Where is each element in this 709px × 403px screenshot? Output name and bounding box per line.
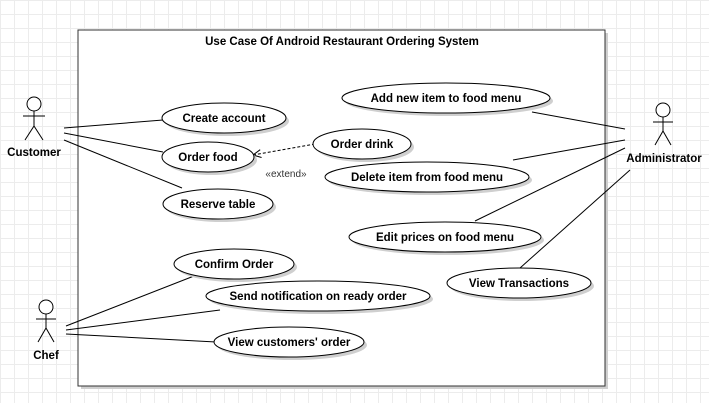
association-admin-view-transactions (519, 169, 631, 269)
use-case-view-transactions[interactable]: View Transactions (446, 267, 594, 301)
actor-administrator[interactable]: Administrator (626, 102, 702, 165)
use-case-send-notification[interactable]: Send notification on ready order (205, 280, 433, 314)
use-case-label: Send notification on ready order (230, 291, 408, 303)
association-admin-edit-prices (474, 147, 626, 222)
actor-customer[interactable]: Customer (7, 96, 61, 159)
use-case-create-account[interactable]: Create account (161, 102, 289, 136)
stick-figure-icon (653, 102, 673, 146)
use-case-label: Order food (178, 152, 237, 164)
associations (63, 111, 631, 343)
association-customer-create-account (63, 119, 164, 129)
use-case-delete-item[interactable]: Delete item from food menu (324, 161, 532, 195)
use-case-order-drink[interactable]: Order drink (312, 128, 414, 162)
association-customer-reserve-table (63, 139, 183, 189)
actor-label: Chef (33, 350, 59, 362)
extend-dependency-arrow (253, 143, 316, 155)
actor-label: Customer (7, 147, 61, 159)
use-case-view-orders[interactable]: View customers' order (213, 326, 367, 360)
use-case-label: Reserve table (181, 199, 256, 211)
actor-label: Administrator (626, 153, 702, 165)
use-case-label: Confirm Order (195, 259, 274, 271)
actor-chef[interactable]: Chef (33, 299, 59, 362)
use-case-confirm-order[interactable]: Confirm Order (173, 248, 297, 282)
use-case-edit-prices[interactable]: Edit prices on food menu (348, 221, 544, 255)
use-case-order-food[interactable]: Order food (161, 141, 257, 175)
system-title: Use Case Of Android Restaurant Ordering … (205, 36, 479, 48)
association-admin-delete-item (512, 139, 626, 161)
extend-label: «extend» (265, 169, 307, 180)
use-case-label: Delete item from food menu (351, 172, 503, 184)
use-case-reserve-table[interactable]: Reserve table (162, 188, 276, 222)
association-admin-add-item (531, 111, 626, 130)
association-chef-confirm-order (65, 275, 195, 327)
association-chef-send-notification (65, 309, 221, 331)
stick-figure-icon (23, 96, 45, 141)
use-case-label: View Transactions (469, 278, 569, 290)
use-case-label: Order drink (331, 139, 394, 151)
use-case-add-item[interactable]: Add new item to food menu (341, 82, 553, 116)
stick-figure-icon (36, 299, 56, 343)
use-case-label: Create account (182, 113, 265, 125)
use-case-label: Add new item to food menu (371, 93, 522, 105)
association-customer-order-food (63, 132, 164, 153)
use-case-label: View customers' order (228, 337, 351, 349)
association-chef-view-orders (65, 333, 217, 343)
use-case-label: Edit prices on food menu (376, 232, 514, 244)
